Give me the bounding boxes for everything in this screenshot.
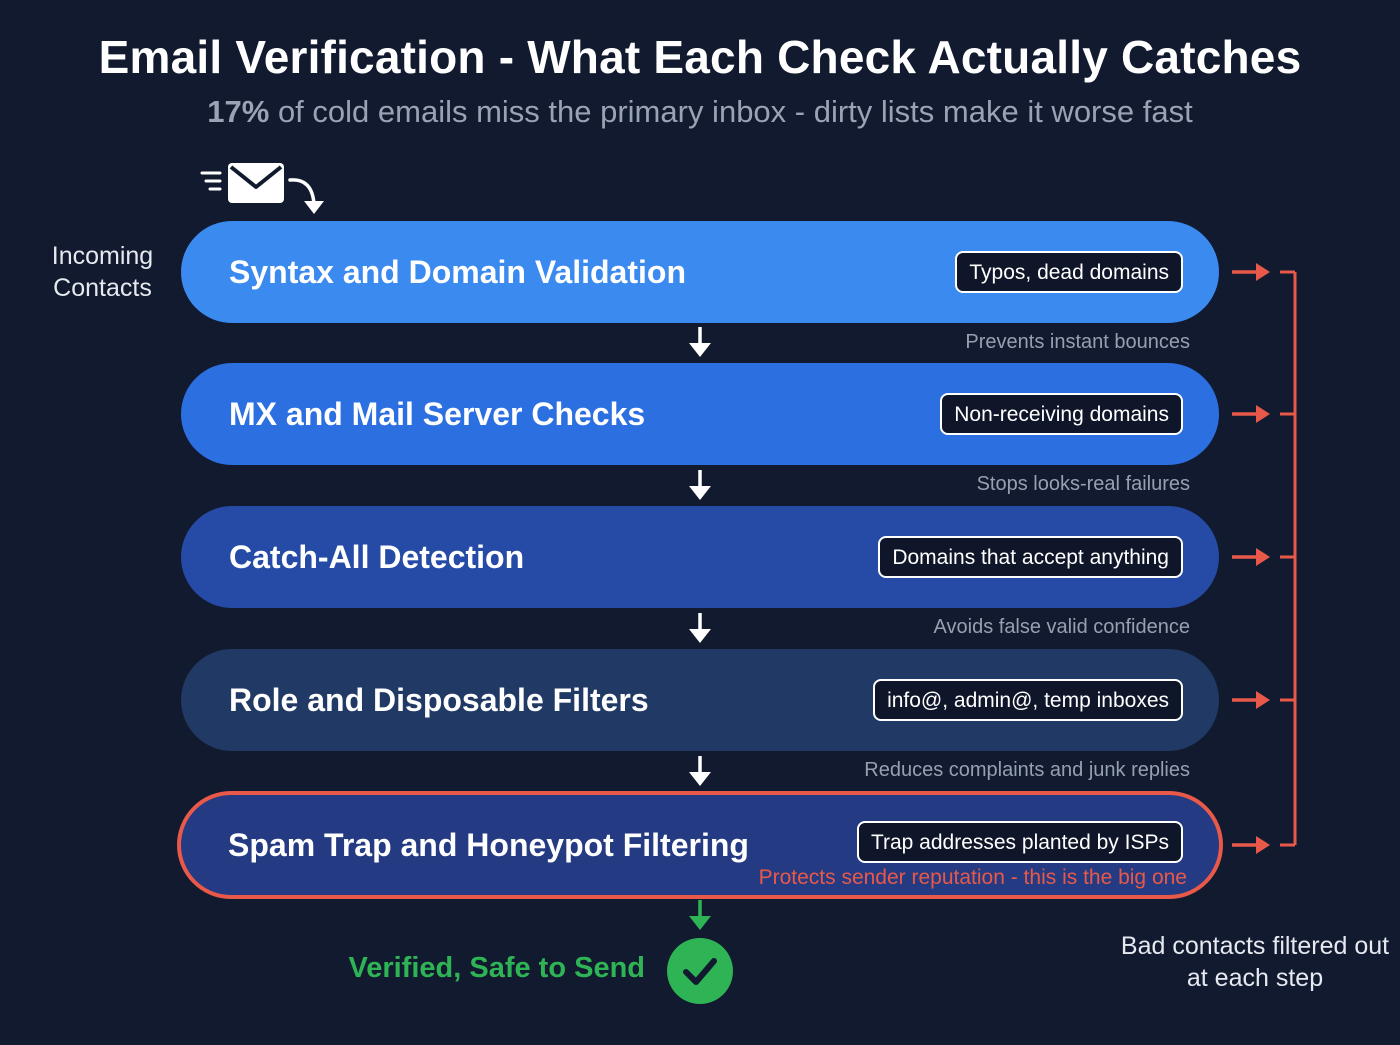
stage-caption: Stops looks-real failures — [976, 473, 1190, 495]
stage-badge: Non-receiving domains — [940, 393, 1183, 435]
stage-badge: Domains that accept anything — [878, 536, 1183, 578]
stage-title: Spam Trap and Honeypot Filtering — [228, 827, 749, 863]
arrow-down-icon — [689, 327, 711, 357]
reject-arrow-icon — [1232, 691, 1270, 709]
subtitle-text: of cold emails miss the primary inbox - … — [269, 94, 1193, 129]
page-title: Email Verification - What Each Check Act… — [98, 31, 1302, 83]
mail-icon — [200, 163, 324, 214]
verified-label: Verified, Safe to Send — [348, 952, 645, 984]
check-icon — [667, 938, 733, 1004]
arrow-down-icon — [689, 756, 711, 786]
bad-contacts-note: Bad contacts filtered out at each step — [1120, 932, 1390, 992]
stage-mx-mail-server-checks: MX and Mail Server Checks Non-receiving … — [181, 363, 1219, 465]
stage-catch-all-detection: Catch-All Detection Domains that accept … — [181, 506, 1219, 608]
arrow-down-icon — [689, 470, 711, 500]
reject-arrow-icon — [1232, 263, 1270, 281]
stage-caption: Avoids false valid confidence — [933, 616, 1190, 638]
stage-title: MX and Mail Server Checks — [229, 396, 646, 432]
stage-syntax-domain-validation: Syntax and Domain Validation Typos, dead… — [181, 221, 1219, 323]
stage-badge: Trap addresses planted by ISPs — [856, 821, 1183, 863]
reject-bracket — [1280, 270, 1297, 847]
stage-spam-trap-honeypot-filtering: Spam Trap and Honeypot Filtering Trap ad… — [177, 791, 1223, 899]
stage-caption: Prevents instant bounces — [965, 331, 1190, 353]
stage-title: Catch-All Detection — [229, 539, 525, 575]
reject-arrow-icon — [1232, 548, 1270, 566]
arrow-down-icon — [689, 900, 711, 930]
subtitle-highlight: 17% — [207, 94, 270, 129]
stage-caption-highlight: Protects sender reputation - this is the… — [758, 866, 1187, 889]
stage-caption: Reduces complaints and junk replies — [864, 759, 1190, 781]
stage-role-disposable-filters: Role and Disposable Filters info@, admin… — [181, 649, 1219, 751]
reject-arrow-icon — [1232, 836, 1270, 854]
incoming-contacts-label: Incoming Contacts — [51, 242, 154, 302]
stage-badge: info@, admin@, temp inboxes — [873, 679, 1183, 721]
stage-badge: Typos, dead domains — [955, 251, 1183, 293]
page-subtitle: 17% of cold emails miss the primary inbo… — [0, 94, 1400, 130]
stage-title: Role and Disposable Filters — [229, 682, 649, 718]
reject-arrow-icon — [1232, 405, 1270, 423]
arrow-down-icon — [689, 613, 711, 643]
stage-title: Syntax and Domain Validation — [229, 254, 686, 290]
